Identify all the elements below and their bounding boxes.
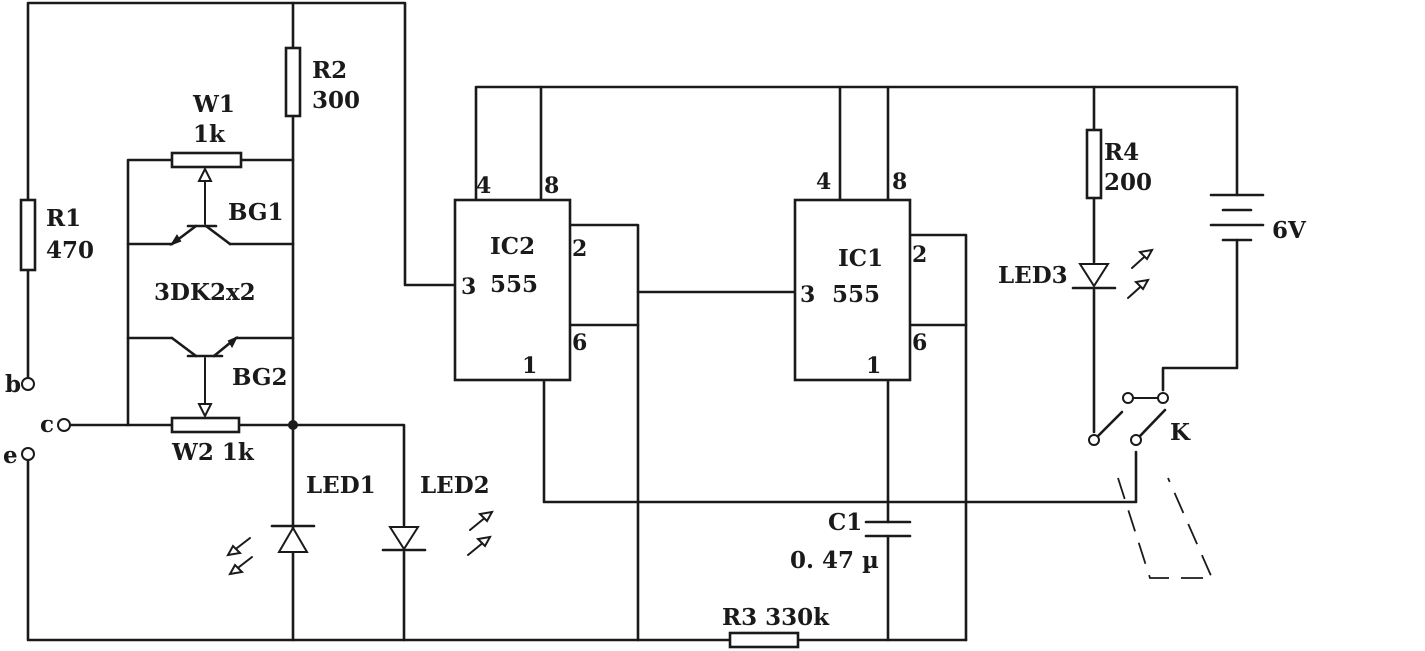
led2-diode [381,510,494,556]
bg1-transistor [169,224,232,246]
r4-value: 200 [1104,169,1152,196]
led1-label: LED1 [306,472,376,499]
switch-label: K [1170,419,1191,446]
r4-name: R4 [1104,139,1139,166]
ic1-type: 555 [832,281,880,308]
c1-name: C1 [828,509,862,536]
ic1-pin-4: 4 [816,169,831,195]
ic2-pin-1: 1 [522,353,537,379]
r3-resistor [728,631,800,649]
battery-6v [1209,193,1265,242]
led3-diode [1071,248,1154,299]
switch-k [1088,392,1214,579]
terminal-b [21,377,35,391]
w1-name: W1 [192,91,235,118]
ic2-name: IC2 [490,233,535,260]
bg2-label: BG2 [232,364,288,391]
ic1-pin-8: 8 [892,169,907,195]
ic2-chip [453,198,572,382]
ic2-pin-3: 3 [461,274,476,300]
led2-label: LED2 [420,472,490,499]
r1-value: 470 [46,237,94,264]
terminal-b-label: b [5,371,21,398]
ic1-name: IC1 [838,245,883,272]
r2-resistor [284,46,302,118]
ic1-pin-2: 2 [912,242,927,268]
r4-resistor [1085,128,1103,200]
w1-potentiometer [170,151,243,225]
r1-name: R1 [46,205,81,232]
ic2-pin-8: 8 [544,173,559,199]
r2-value: 300 [312,87,360,114]
terminal-c [57,418,71,432]
transistor-pair-label: 3DK2x2 [154,279,256,306]
led3-label: LED3 [998,262,1068,289]
r2-name: R2 [312,57,347,84]
ic1-pin-6: 6 [912,330,927,356]
c1-capacitor [864,520,912,538]
led1-diode [226,524,316,576]
ic1-pin-3: 3 [800,282,815,308]
r1-resistor [19,198,37,272]
junction-dot [288,420,298,430]
ic1-pin-1: 1 [866,353,881,379]
w2-label: W2 1k [171,439,255,466]
bg1-label: BG1 [228,199,284,226]
bg2-transistor [170,336,239,358]
ic2-type: 555 [490,271,538,298]
ic2-pin-2: 2 [572,236,587,262]
ic2-pin-6: 6 [572,330,587,356]
w1-value: 1k [193,121,226,148]
terminal-e [21,447,35,461]
battery-label: 6V [1272,217,1307,244]
w2-potentiometer [170,357,241,434]
terminal-e-label: e [3,442,18,469]
r3-label: R3 330k [722,604,830,631]
ic2-pin-4: 4 [476,173,491,199]
terminal-c-label: c [40,411,54,438]
ic1-chip [793,198,912,382]
c1-value: 0. 47 µ [790,547,879,574]
